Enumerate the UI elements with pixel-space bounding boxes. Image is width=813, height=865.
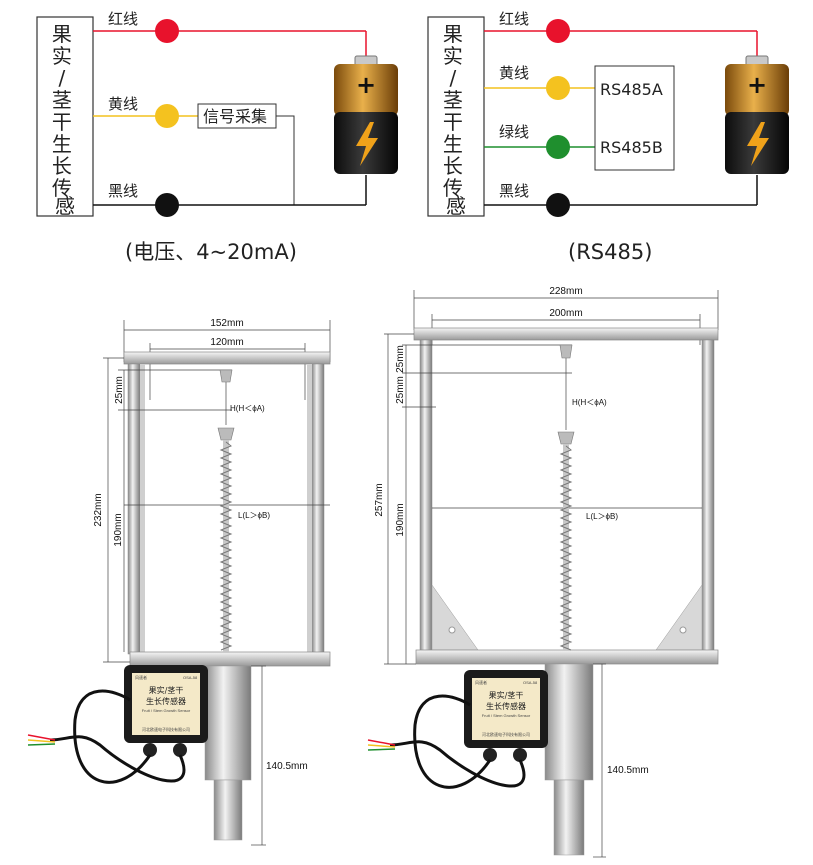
red-wire-label: 红线 [108, 10, 138, 28]
yellow-wire-label: 黄线 [499, 64, 529, 82]
rs485b-label: RS485B [600, 138, 663, 157]
sensor-box [427, 16, 485, 217]
svg-text:河北欧速电子科技有限公司: 河北欧速电子科技有限公司 [142, 726, 190, 732]
l-label: L(L＞ϕB) [586, 512, 618, 521]
spring-height-label: 190mm [113, 513, 124, 546]
rod-length-label: 140.5mm [266, 761, 308, 772]
svg-text:风速者: 风速者 [475, 679, 487, 685]
h-label: H(H＜ϕA) [572, 398, 607, 407]
rod-length-label: 140.5mm [607, 765, 649, 776]
svg-text:果实/茎干: 果实/茎干 [489, 690, 524, 700]
svg-text:Fruit / Stem Growth Sensor: Fruit / Stem Growth Sensor [142, 708, 191, 713]
top-gap-label: 25mm [114, 376, 125, 404]
black-terminal-icon [546, 193, 570, 217]
h-label: H(H＜ϕA) [230, 404, 265, 413]
green-wire-label: 绿线 [499, 123, 529, 141]
signal-box [197, 103, 277, 129]
spring-icon [559, 444, 573, 651]
svg-text:OSA-58: OSA-58 [183, 675, 198, 680]
sensor-label: 果 实 / 茎 干 生 长 传 感 [52, 22, 78, 218]
sensor-frame-large: 228mm 200mm 257mm 25mm 25mm 190mm H(H＜ϕA… [367, 286, 719, 858]
green-terminal-icon [546, 135, 570, 159]
spring-height-label: 190mm [395, 503, 406, 536]
inner-width-label: 120mm [210, 337, 243, 348]
svg-text:+: + [356, 71, 376, 99]
rs485a-label: RS485A [600, 80, 663, 99]
svg-text:Fruit / Stem Growth Sensor: Fruit / Stem Growth Sensor [482, 713, 531, 718]
inner-width-label: 200mm [549, 308, 582, 319]
black-wire-label: 黑线 [499, 182, 529, 200]
yellow-terminal-icon [155, 104, 179, 128]
sensor-device-box: 风速者 OSA-58 果实/茎干 生长传感器 Fruit / Stem Grow… [464, 670, 548, 762]
l-label: L(L＞ϕB) [238, 511, 270, 520]
total-height-label: 232mm [93, 493, 104, 526]
svg-text:生长传感器: 生长传感器 [486, 701, 526, 711]
svg-text:OSA-58: OSA-58 [523, 680, 538, 685]
spring-icon [219, 440, 233, 652]
battery-icon: + [334, 55, 398, 174]
sensor-device-box: 风速者 OSA-58 果实/茎干 生长传感器 Fruit / Stem Grow… [124, 665, 208, 757]
battery-icon: + [725, 55, 789, 174]
right-caption: (RS485) [568, 240, 652, 264]
svg-text:河北欧速电子科技有限公司: 河北欧速电子科技有限公司 [482, 731, 530, 737]
left-caption: (电压、4~20mA) [125, 240, 297, 264]
sensor-frame-small: 152mm 120mm 232mm 25mm 190mm H(H＜ϕA) L(L… [27, 318, 331, 846]
black-wire-label: 黑线 [108, 182, 138, 200]
top-gap-b-label: 25mm [395, 376, 406, 404]
yellow-wire-label: 黄线 [108, 95, 138, 113]
outer-width-label: 228mm [549, 286, 582, 297]
black-terminal-icon [155, 193, 179, 217]
svg-text:生长传感器: 生长传感器 [146, 696, 186, 706]
svg-text:果实/茎干: 果实/茎干 [149, 685, 184, 695]
sensor-box [36, 16, 94, 217]
red-wire-label: 红线 [499, 10, 529, 28]
signal-box-label: 信号采集 [203, 107, 267, 126]
top-gap-a-label: 25mm [395, 345, 406, 373]
wiring-diagram-voltage: 果 实 / 茎 干 生 长 传 感 红线 黄线 信号采集 黑线 [36, 10, 398, 264]
sensor-label-char-1: 果 [52, 22, 72, 46]
total-height-label: 257mm [374, 483, 385, 516]
outer-width-label: 152mm [210, 318, 243, 329]
svg-text:+: + [747, 71, 767, 99]
yellow-terminal-icon [546, 76, 570, 100]
rs485-box [594, 65, 675, 171]
red-terminal-icon [155, 19, 179, 43]
sensor-label: 果 实 / 茎 干 生 长 传 感 [443, 22, 469, 218]
red-terminal-icon [546, 19, 570, 43]
wiring-diagram-rs485: 果 实 / 茎 干 生 长 传 感 红线 黄线 绿线 RS485A RS485B… [427, 10, 789, 264]
svg-text:风速者: 风速者 [135, 674, 147, 680]
